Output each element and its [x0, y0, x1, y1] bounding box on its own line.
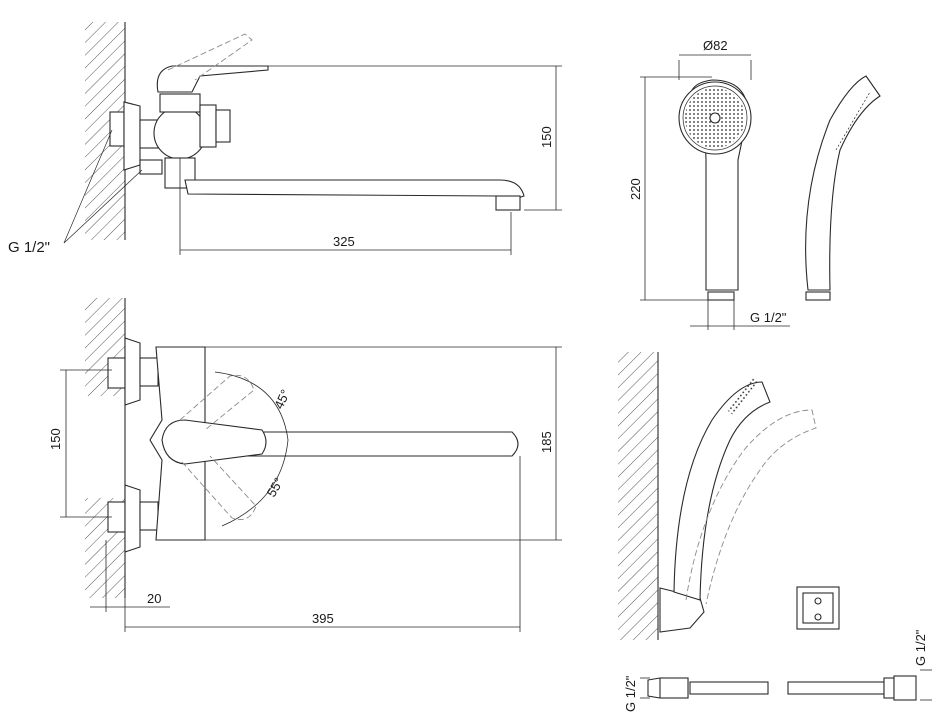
wall-offset-label: 20: [147, 591, 161, 606]
head-diameter-label: Ø82: [703, 38, 728, 53]
handset-views: Ø82 220 G 1/2": [628, 38, 881, 330]
handset-thread-label: G 1/2": [750, 310, 787, 325]
connection-spacing-label: 150: [48, 428, 63, 450]
handset-length-label: 220: [628, 178, 643, 200]
angle-up-label: 45°: [271, 387, 293, 411]
height-dim-label: 150: [539, 126, 554, 148]
spout-reach-label: 325: [333, 234, 355, 249]
thread-label-side: G 1/2": [8, 239, 50, 256]
hose-view: G 1/2" G 1/2": [623, 629, 932, 712]
wall-hatch-right: [618, 352, 658, 640]
angle-down-label: 55°: [264, 475, 287, 500]
hose-thread-right-label: G 1/2": [913, 629, 928, 666]
spray-face: [726, 376, 760, 416]
top-view: 45° 55° 150 185 20 395: [48, 298, 562, 632]
total-length-label: 395: [312, 611, 334, 626]
holder-view: [618, 352, 840, 640]
side-view: G 1/2" 150 325: [8, 22, 562, 256]
body-height-label: 185: [539, 431, 554, 453]
hose-thread-left-label: G 1/2": [623, 675, 638, 712]
